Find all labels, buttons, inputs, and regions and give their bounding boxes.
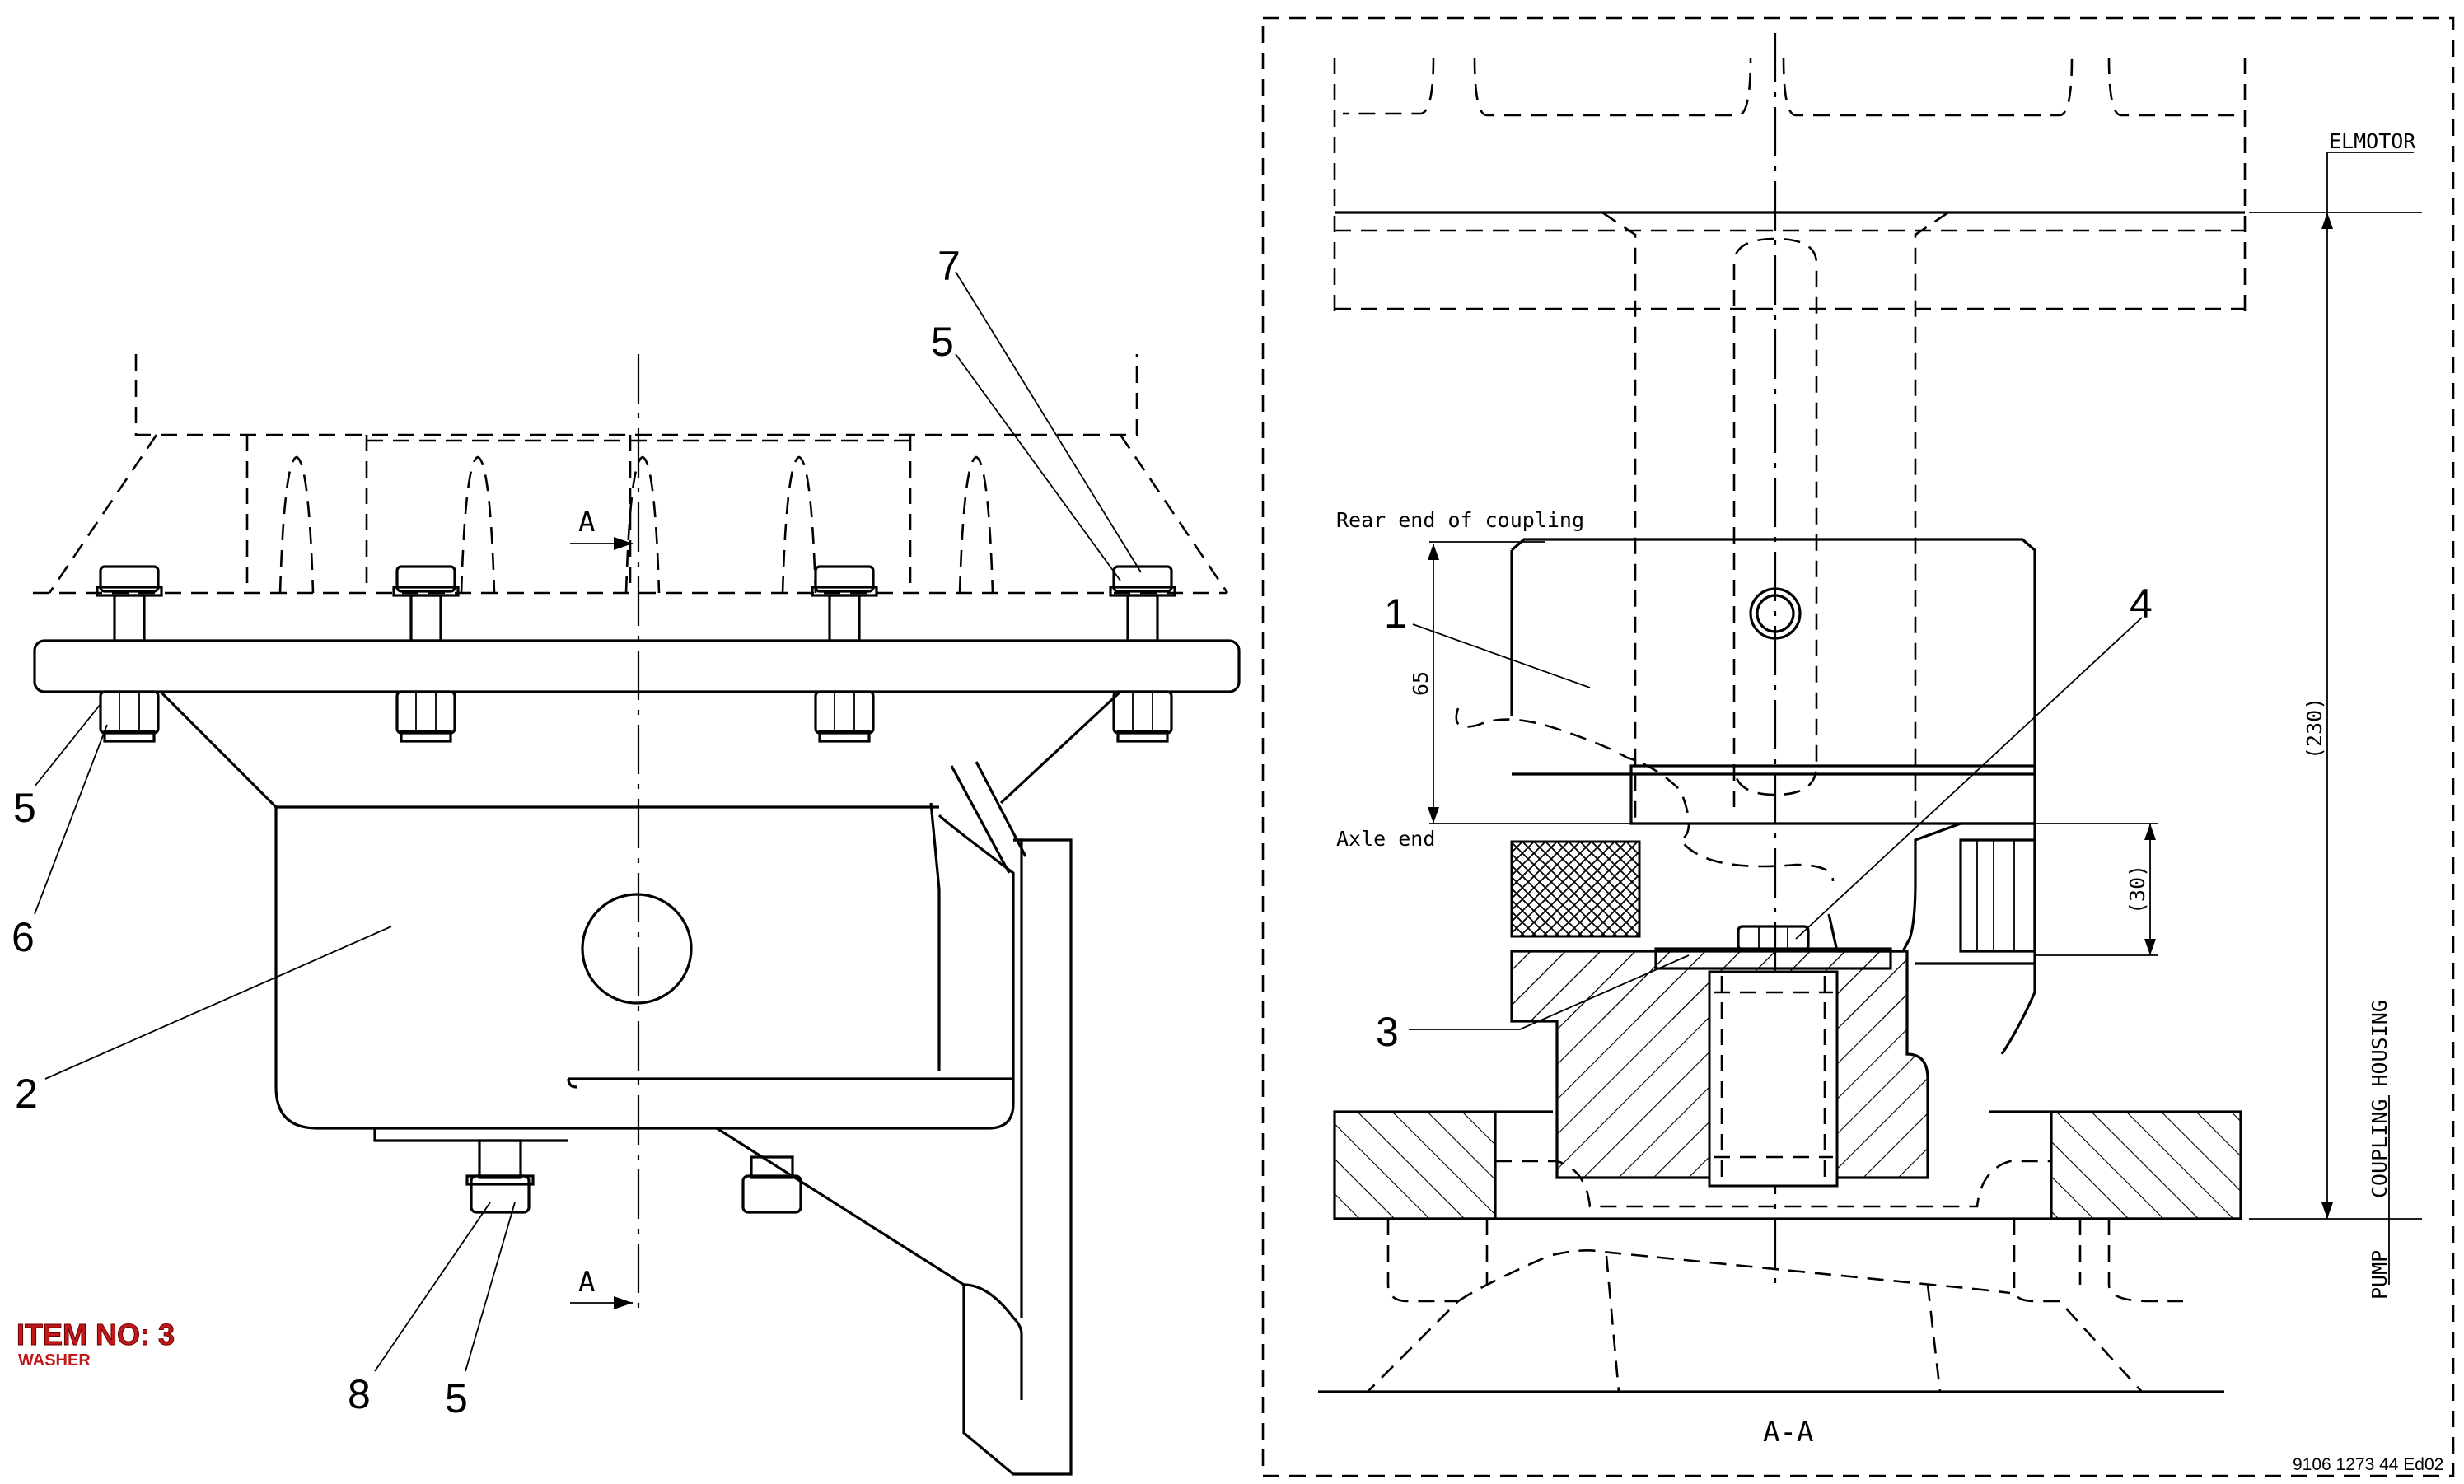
dimension-65: 65 (1409, 541, 1631, 824)
callout-6: 6 (12, 914, 35, 960)
bolt-1 (96, 565, 163, 743)
item-name: WASHER (18, 1351, 91, 1370)
hub-bore-inner (1756, 594, 1795, 633)
callout-1: 1 (1384, 590, 1407, 637)
bracket-hole (581, 893, 693, 1005)
dim-230: (230) (2303, 698, 2326, 759)
bracket-item-2 (159, 690, 1122, 1476)
lower-bolt-1 (465, 1139, 535, 1214)
coupling-hub-item-1 (1455, 538, 2036, 882)
leader-lines-left (34, 271, 1142, 1372)
dimension-230: (230) (2249, 152, 2422, 1285)
callout-3: 3 (1376, 1009, 1399, 1055)
bolt-2 (392, 565, 460, 743)
motor-flange-hidden (33, 354, 1229, 595)
section-view-title: A-A (1763, 1416, 1813, 1449)
item-title: ITEM NO: 3 (16, 1318, 175, 1351)
axle-end-label: Axle end (1336, 827, 1435, 851)
callout-8: 8 (348, 1371, 371, 1417)
dimension-30: (30) (2035, 823, 2158, 956)
coupling-housing-label: COUPLING HOUSING (2368, 1000, 2392, 1198)
callout-4: 4 (2130, 581, 2153, 627)
hub-bore-outer (1749, 587, 1802, 640)
pump-hidden (1318, 1219, 2224, 1393)
section-label-bottom: A (578, 1266, 595, 1299)
leader-lines-right (1409, 617, 2143, 1030)
flange-plate (33, 639, 1241, 693)
dim-30: (30) (2125, 865, 2149, 914)
section-arrow-bottom: A (570, 1266, 633, 1309)
bolt-4 (1109, 565, 1176, 743)
elmotor-label: ELMOTOR (2329, 129, 2416, 153)
lower-bolt-2 (741, 1155, 802, 1214)
bolt-3 (811, 565, 878, 743)
section-arrow-top: A (570, 506, 633, 550)
dim-65: 65 (1409, 671, 1433, 696)
section-view-a-a: 65 (30) (230) Rear end of coupling Axle … (1261, 16, 2455, 1477)
pump-label: PUMP (2368, 1250, 2392, 1300)
flange-bolts (96, 565, 1176, 743)
callout-5-bottom: 5 (445, 1375, 468, 1421)
section-frame (1261, 16, 2455, 1477)
bolt-item-4 (1737, 925, 1810, 951)
document-number: 9106 1273 44 Ed02 (2293, 1455, 2443, 1474)
front-view: A A 7 5 5 6 2 8 5 (12, 243, 1241, 1476)
coupling-element (1510, 822, 2036, 1055)
callout-5-left: 5 (13, 785, 36, 831)
pump-hub (1510, 925, 1929, 1188)
callout-7: 7 (937, 243, 961, 289)
callout-2: 2 (15, 1071, 38, 1117)
section-label-top: A (578, 506, 595, 539)
motor-hidden (1333, 57, 2247, 824)
rear-end-label: Rear end of coupling (1336, 508, 1584, 532)
coupling-housing (1333, 1110, 2242, 1220)
callout-5-top: 5 (931, 319, 954, 365)
